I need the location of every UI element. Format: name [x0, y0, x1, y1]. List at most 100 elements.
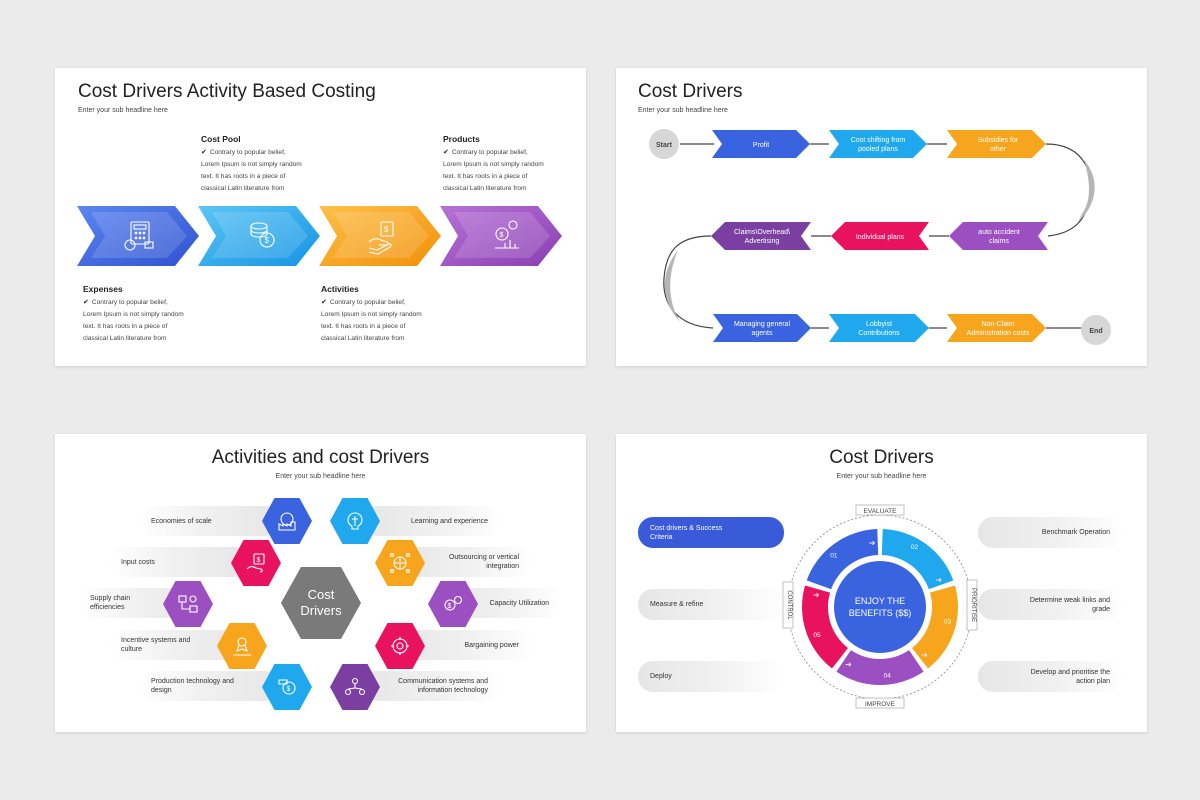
slide-title: Cost Drivers — [829, 447, 934, 468]
slide-cost-drivers-cycle[interactable]: Cost Drivers Enter your sub headline her… — [616, 434, 1147, 732]
cycle-segment-02 — [881, 529, 954, 590]
step-label: Subsidies for — [978, 137, 1019, 144]
block-line: classical Latin literature from — [443, 185, 527, 192]
flow-step-non-claim: Non-Claim Administration costs — [947, 314, 1046, 342]
svg-text:$: $ — [500, 232, 504, 239]
block-line: text. It has roots in a piece of — [83, 323, 168, 330]
center-circle — [834, 561, 926, 653]
segment-number: 02 — [911, 544, 919, 551]
block-line: text. It has roots in a piece of — [321, 323, 406, 330]
center-label: ENJOY THE — [855, 596, 905, 606]
driver-label: Capacity Utilization — [489, 599, 549, 607]
svg-text:$: $ — [265, 236, 270, 245]
arrow-icon: ➜ — [813, 591, 820, 600]
step-label: Lobbyist — [866, 321, 892, 328]
cycle-label: CONTROL — [786, 590, 792, 620]
driver-label: Outsourcing or vertical integration — [448, 554, 519, 570]
driver-label: Production technology and design — [151, 678, 234, 694]
driver-label: Economies of scale — [151, 517, 212, 525]
block-heading: Activities — [321, 284, 359, 294]
block-heading: Expenses — [83, 284, 123, 294]
step-label: Benchmark Operation — [1041, 529, 1110, 536]
step-label: Claims\Overhead\ — [734, 229, 790, 236]
flow-step-managing-agents: Managing general agents — [713, 314, 811, 342]
coins-dollar-icon: $ — [250, 222, 275, 248]
gears-money-icon: $ — [428, 581, 478, 627]
chart-growth-icon: $ — [495, 220, 519, 249]
end-node: End — [1081, 315, 1111, 345]
slide-cost-drivers-flow[interactable]: Cost Drivers Enter your sub headline her… — [616, 68, 1147, 366]
step-label: Non-Claim — [981, 321, 1014, 328]
factory-globe-icon — [262, 498, 312, 544]
arrow-icon: ➜ — [869, 538, 876, 547]
cycle-segment-03 — [912, 585, 958, 669]
block-line: Lorem Ipsum is not simply random — [201, 161, 302, 168]
step-label: Administration costs — [967, 330, 1030, 337]
step-determine-weak-links: Determine weak links and grade — [978, 589, 1124, 620]
check-icon: ✔ — [83, 299, 89, 306]
block-line: text. It has roots in a piece of — [201, 173, 286, 180]
block-line: classical Latin literature from — [201, 185, 285, 192]
svg-text:$: $ — [257, 557, 261, 564]
step-label: Determine weak links and grade — [1029, 596, 1110, 613]
step-label: Develop and prioritise the action plan — [1030, 668, 1110, 685]
check-icon: ✔ — [443, 149, 449, 156]
info-block-cost-pool: Cost Pool ✔Contrary to popular belief, L… — [201, 133, 326, 195]
block-line: Contrary to popular belief, — [209, 149, 286, 156]
block-line: Contrary to popular belief, — [451, 149, 528, 156]
slide-title: Cost Drivers Activity Based Costing — [78, 81, 376, 102]
driver-label: Input costs — [121, 558, 155, 566]
process-arrows: $ $ $ — [77, 206, 562, 266]
flow-step-profit: Profit — [712, 130, 810, 158]
step-label: Managing general — [734, 321, 790, 328]
step-label: Individual plans — [856, 234, 905, 241]
arrow-expenses — [77, 206, 199, 266]
cycle-segments: ➜02➜03➜04➜05➜01 — [802, 529, 958, 685]
step-label: claims — [989, 238, 1009, 245]
arrow-icon: ➜ — [921, 651, 928, 660]
center-label: BENEFITS ($$) — [849, 608, 912, 618]
production-coin-icon: $ — [262, 664, 312, 710]
arrow-cost-pool: $ — [198, 206, 320, 266]
step-benchmark-operation: Benchmark Operation — [978, 517, 1124, 548]
cycle-segment-04 — [836, 650, 924, 685]
hand-award-icon — [217, 623, 267, 669]
label-evaluate: EVALUATE — [855, 504, 905, 516]
block-heading: Products — [443, 134, 480, 144]
block-line: Lorem Ipsum is not simply random — [321, 311, 422, 318]
step-label: Profit — [753, 142, 769, 149]
cycle-label: IMPROVE — [865, 701, 896, 708]
arrow-icon: ➜ — [936, 576, 943, 585]
svg-text:$: $ — [384, 225, 389, 234]
driver-economies-of-scale: Economies of scale — [139, 506, 279, 536]
cycle-label: EVALUATE — [864, 508, 898, 515]
center-label: Drivers — [300, 603, 342, 618]
segment-number: 01 — [830, 553, 838, 560]
driver-label: Learning and experience — [410, 517, 488, 525]
slide-subtitle: Enter your sub headline here — [638, 107, 728, 114]
cycle-diagram: ➜02➜03➜04➜05➜01 ENJOY THE BENEFITS ($$) … — [782, 504, 978, 709]
step-deploy: Deploy — [638, 661, 784, 692]
slide-abc-costing[interactable]: Cost Drivers Activity Based Costing Ente… — [55, 68, 586, 366]
curve-accent-left — [664, 250, 680, 322]
driver-production-technology: Production technology and design — [139, 671, 279, 701]
slide-activities-cost-drivers[interactable]: Activities and cost Drivers Enter your s… — [55, 434, 586, 732]
check-icon: ✔ — [201, 149, 207, 156]
flow-step-claims-overhead: Claims\Overhead\ Advertising — [711, 222, 811, 250]
block-line: Contrary to popular belief, — [91, 299, 168, 306]
info-block-activities: Activities ✔Contrary to popular belief, … — [321, 283, 446, 345]
arrow-icon: ➜ — [845, 660, 852, 669]
info-block-expenses: Expenses ✔Contrary to popular belief, Lo… — [83, 283, 208, 345]
segment-number: 04 — [884, 673, 892, 680]
info-block-products: Products ✔Contrary to popular belief, Lo… — [443, 133, 568, 195]
snake-flow: Start End Profit Cost shifting from pool… — [649, 129, 1111, 345]
center-label: Cost — [307, 587, 335, 602]
flow-step-individual-plans: Individual plans — [831, 222, 929, 250]
step-measure-refine: Measure & refine — [638, 589, 784, 620]
hand-money-icon: $ — [368, 221, 394, 255]
step-label: auto accident — [978, 229, 1020, 236]
flow-step-subsidies: Subsidies for other — [947, 130, 1046, 158]
segment-number: 03 — [944, 618, 952, 625]
gear-cycle-icon — [375, 623, 425, 669]
block-line: classical Latin literature from — [83, 335, 167, 342]
